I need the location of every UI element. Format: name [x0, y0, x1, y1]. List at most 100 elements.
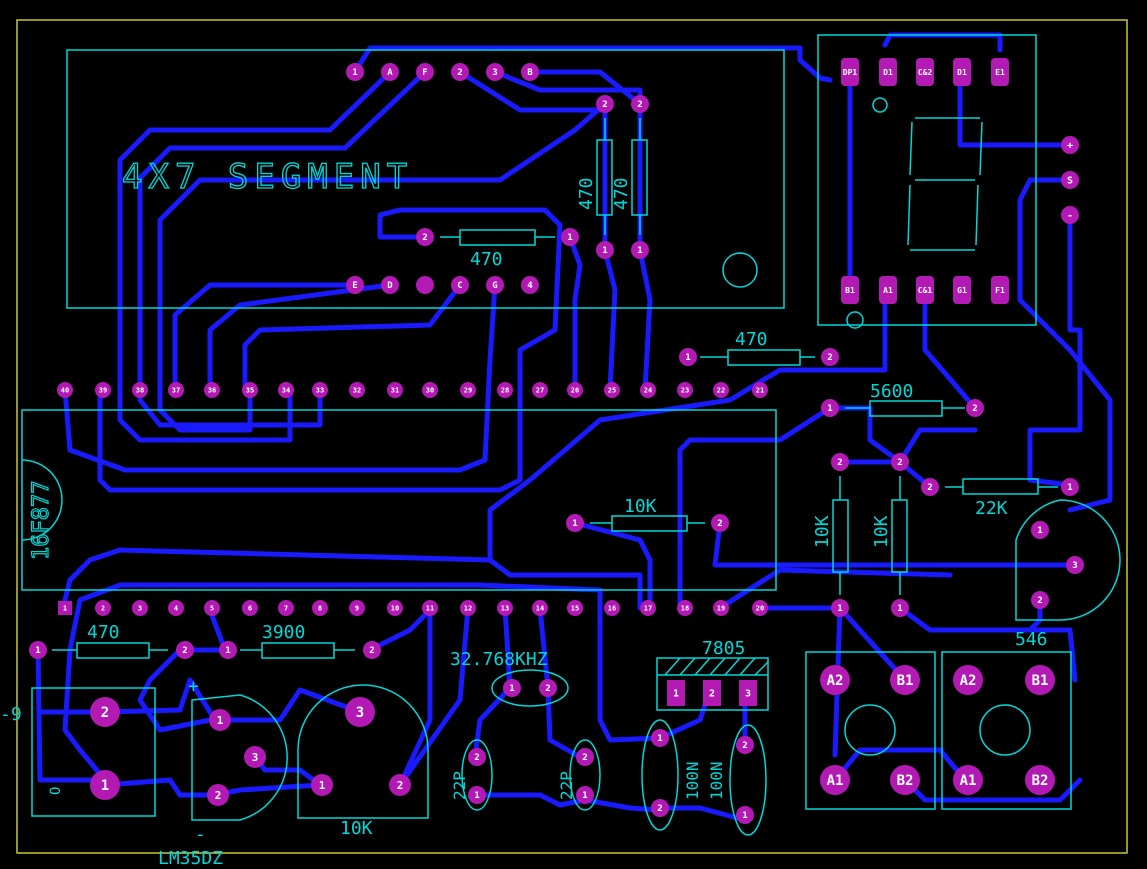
pad-pads-n1: 1: [596, 241, 614, 259]
pad-pads-n1: 1: [821, 399, 839, 417]
pad-pads-n2: 2: [539, 679, 557, 697]
trans-546-label: 546: [1015, 629, 1048, 650]
pad-label: 26: [571, 387, 579, 395]
pad-label: 2: [474, 753, 479, 763]
pad-pads-mcu_bottom-8: 9: [349, 600, 365, 616]
pad-label: 1: [225, 646, 230, 656]
pad-pads-n1: 1: [891, 599, 909, 617]
pad-label: 27: [536, 387, 544, 395]
pad-label: 2: [657, 804, 662, 814]
pad-label: 21: [756, 387, 764, 395]
pad-pads-n2: 2: [651, 799, 669, 817]
pad-label: +: [1067, 141, 1073, 152]
display-mark: [722, 252, 758, 288]
pad-pads-n2: 2: [389, 774, 411, 796]
c-100n-b-label: 100N: [707, 761, 726, 800]
pad-pads-n2: 2: [363, 641, 381, 659]
pad-label: 2: [897, 458, 902, 468]
pad-pads-switch_a-1: B1: [890, 665, 920, 695]
pad-label: 2: [1037, 596, 1042, 606]
pad-label: 1: [572, 519, 577, 529]
pad-label: 3: [138, 605, 142, 613]
pad-label: 1: [319, 779, 326, 792]
pad-label: 1: [637, 246, 642, 256]
pad-pads-n3: 3: [1066, 556, 1084, 574]
pad-label: A1: [883, 286, 893, 295]
crystal-label: 32.768KHZ: [450, 649, 548, 670]
pad-pads-n2: 2: [821, 348, 839, 366]
pad-label: 1: [509, 684, 514, 694]
pad-label: 40: [61, 387, 69, 395]
pad-pads-switch_b-0: A2: [953, 665, 983, 695]
pad-pads-seg_bottom-2: C&1: [916, 276, 934, 304]
pad-label: 32: [353, 387, 361, 395]
pad-label: 25: [608, 387, 616, 395]
pad-label: 1: [657, 734, 662, 744]
pad-label: G1: [957, 286, 967, 295]
pad-label: 10: [391, 605, 399, 613]
pad-pads-n1: 1: [566, 514, 584, 532]
pad-pads-mcu_bottom-10: 11: [422, 600, 438, 616]
r-470-c-label: 470: [735, 329, 768, 350]
r-10k-c-label: 10K: [871, 515, 892, 548]
pad-label: 11: [426, 605, 434, 613]
pad-pads-switch_b-2: A1: [953, 765, 983, 795]
seg-digit-r1: [979, 121, 983, 176]
pad-label: 1: [742, 811, 747, 821]
pad-label: C: [457, 281, 462, 291]
segment-dp-mark: [872, 97, 888, 113]
pad-pads-n3: 3: [244, 746, 266, 768]
pad-pads-display_top-2: F: [416, 63, 434, 81]
conn-outline: [31, 687, 156, 817]
pad-pads-seg_bottom-3: G1: [953, 276, 971, 304]
pad-label: 8: [318, 605, 322, 613]
pad-pads-n2: 2: [966, 399, 984, 417]
c-22p-b-label: 22P: [557, 771, 576, 800]
pad-label: 2: [637, 100, 642, 110]
pad-label: 39: [99, 387, 107, 395]
pad-label: 2: [972, 404, 977, 414]
reg-hatch: [664, 657, 769, 676]
pad-label: 2: [545, 684, 550, 694]
r-10k-a-label: 10K: [624, 496, 657, 517]
crystal-outline: [491, 669, 569, 707]
pad-label: 2: [709, 689, 715, 700]
pad-pads-n2: 2: [711, 514, 729, 532]
pad-label: 17: [644, 605, 652, 613]
pad-pads-n2: 2: [1031, 591, 1049, 609]
pad-label: 2: [457, 68, 462, 78]
mcu-label: 16F877: [29, 481, 54, 560]
pad-pads-mcu_bottom-7: 8: [312, 600, 328, 616]
segment-outline: [817, 34, 1037, 326]
pad-pads-seg_top-3: D1: [953, 58, 971, 86]
pad-pads-mcu_bottom-12: 13: [497, 600, 513, 616]
pad-label: 1: [685, 353, 690, 363]
pad-label: 2: [182, 646, 187, 656]
pad-pads-n1: 1: [219, 641, 237, 659]
pad-pads-n2: 2: [891, 453, 909, 471]
pad-pads-seg_top-2: C&2: [916, 58, 934, 86]
pad-label: D1: [957, 68, 967, 77]
pad-pads-mcu_top-17: 23: [677, 382, 693, 398]
pad-label: 1: [897, 604, 902, 614]
pad-label: 2: [397, 779, 404, 792]
sensor-label: LM35DZ: [158, 848, 223, 869]
pad-pads-mcu_top-4: 36: [204, 382, 220, 398]
pad-pads-n1: 1: [631, 241, 649, 259]
pad-label: 1: [474, 791, 479, 801]
pad-pads-mcu_bottom-17: 18: [677, 600, 693, 616]
pad-label: B2: [1032, 773, 1049, 789]
pad-pads-mcu_bottom-0: 1: [58, 601, 72, 615]
pad-label: 4: [174, 605, 178, 613]
pad-label: 2: [837, 458, 842, 468]
pad-label: D: [387, 281, 393, 291]
pad-pads-n1: 1: [468, 786, 486, 804]
pad-pads-mcu_bottom-11: 12: [460, 600, 476, 616]
mcu-notch: [21, 459, 63, 541]
switch-a-knob: [844, 704, 896, 756]
pad-pads-display_bottom-2: [416, 276, 434, 294]
pad-pads-n1: 1: [651, 729, 669, 747]
c-100n-a-label: 100N: [683, 761, 702, 800]
board-outline: [16, 19, 1128, 854]
